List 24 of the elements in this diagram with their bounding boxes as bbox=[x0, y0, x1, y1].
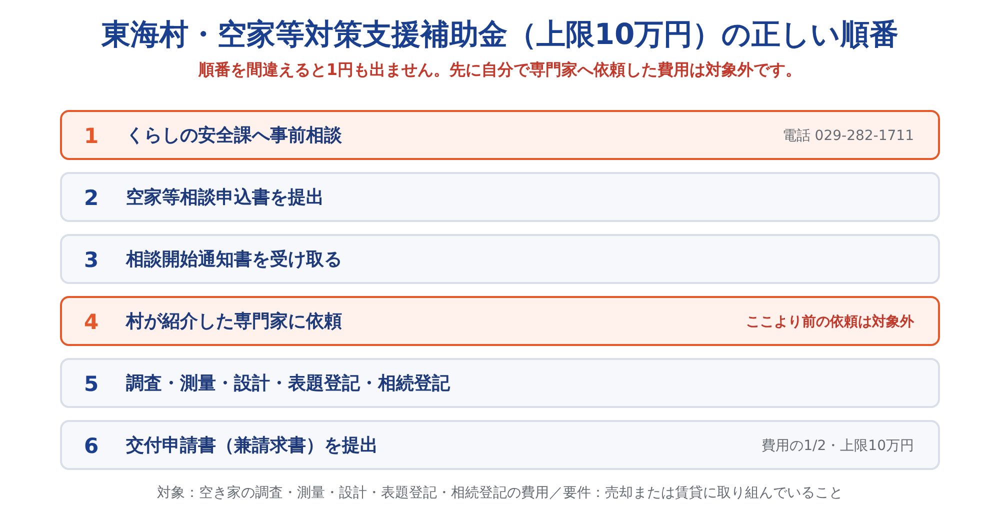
step-row bbox=[60, 110, 940, 160]
step-number: 1 bbox=[84, 123, 99, 150]
step-number: 5 bbox=[84, 371, 99, 398]
step-row bbox=[60, 296, 940, 346]
step-row bbox=[60, 420, 940, 470]
step-number: 4 bbox=[84, 309, 99, 336]
step-label: 相談開始通知書を受け取る bbox=[126, 248, 342, 272]
step-label: 村が紹介した専門家に依頼 bbox=[126, 310, 342, 334]
step-row bbox=[60, 172, 940, 222]
step-row bbox=[60, 358, 940, 408]
step-label: 交付申請書（兼請求書）を提出 bbox=[126, 434, 378, 458]
step-label: くらしの安全課へ事前相談 bbox=[126, 124, 342, 148]
step-number: 3 bbox=[84, 247, 99, 274]
step-note: 費用の1/2・上限10万円 bbox=[762, 437, 914, 456]
footnote: 対象：空き家の調査・測量・設計・表題登記・相続登記の費用／要件：売却または賃貸に取り組んでいること bbox=[156, 484, 844, 503]
step-label: 調査・測量・設計・表題登記・相続登記 bbox=[126, 372, 450, 396]
page-title: 東海村・空家等対策支援補助金（上限10万円）の正しい順番 bbox=[100, 16, 900, 53]
warning-subtitle: 順番を間違えると1円も出ません。先に自分で専門家へ依頼した費用は対象外です。 bbox=[197, 59, 803, 81]
step-row bbox=[60, 234, 940, 284]
step-number: 6 bbox=[84, 433, 99, 460]
step-number: 2 bbox=[84, 185, 99, 212]
step-note: 電話 029-282-1711 bbox=[782, 127, 914, 146]
step-label: 空家等相談申込書を提出 bbox=[126, 186, 324, 210]
warning-note: ここより前の依頼は対象外 bbox=[746, 312, 914, 332]
